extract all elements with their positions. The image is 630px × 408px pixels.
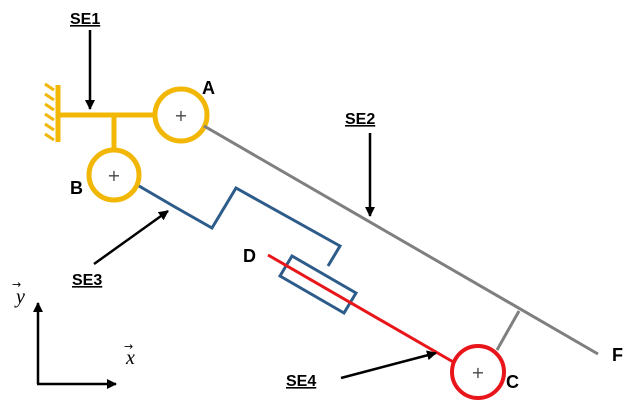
x-vector-arrow: →: [124, 340, 133, 353]
point-b-label: B: [70, 178, 83, 198]
solid-element-4: [267, 253, 506, 400]
solid-element-1: [58, 86, 210, 203]
joint-c-plus: +: [471, 363, 484, 382]
y-vector-arrow: →: [12, 278, 21, 291]
joint-b-circle: [86, 147, 142, 203]
x-axis-label: x: [125, 347, 135, 369]
cylinder-body: [277, 253, 359, 316]
ground-support: [44, 82, 61, 142]
joint-c-circle: [450, 344, 506, 400]
y-axis-label: y: [14, 286, 25, 308]
solid-element-2: [203, 124, 599, 356]
joint-b-plus: +: [107, 166, 120, 185]
joint-a-circle: [152, 86, 210, 144]
point-d-label: D: [243, 246, 256, 266]
point-a-label: A: [202, 78, 215, 98]
se4-arrow: [340, 350, 437, 380]
joint-a-plus: +: [174, 106, 187, 125]
point-c-label: C: [506, 372, 519, 392]
se2-label: SE2: [345, 111, 375, 128]
solid-element-3: [138, 184, 359, 316]
coordinate-axes: [33, 302, 117, 389]
se1-label: SE1: [70, 11, 100, 28]
se4-label: SE4: [286, 373, 316, 390]
se3-arrow: [93, 209, 169, 266]
se3-label: SE3: [72, 272, 102, 289]
point-f-label: F: [612, 345, 623, 365]
